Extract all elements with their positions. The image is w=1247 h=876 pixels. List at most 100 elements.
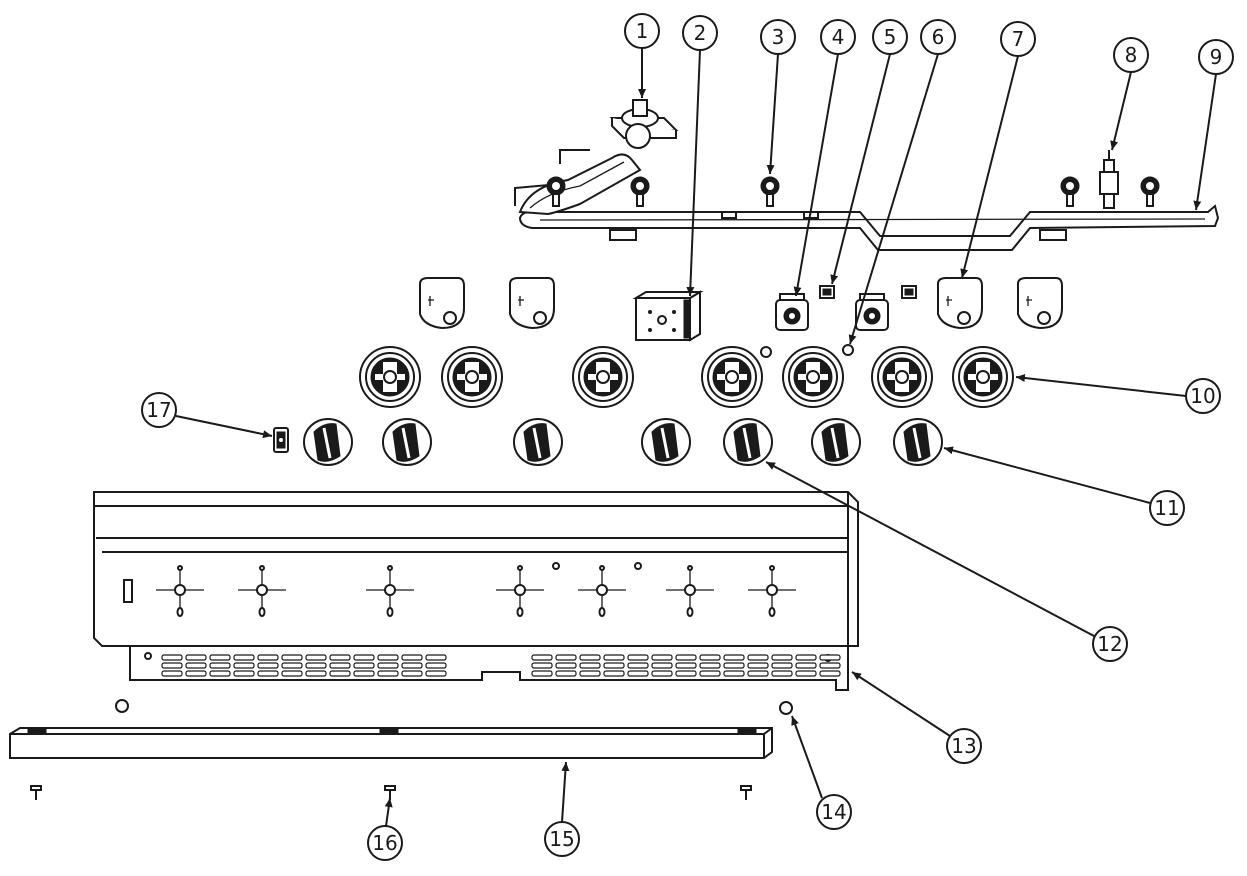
louver-slot — [723, 654, 745, 661]
svg-text:17: 17 — [146, 398, 171, 422]
svg-text:11: 11 — [1154, 496, 1179, 520]
rocker-switch — [273, 427, 289, 453]
louver-slot — [531, 654, 553, 661]
louver-slot — [401, 662, 423, 669]
louver-slot — [257, 670, 279, 677]
callout-8: 8 — [1113, 37, 1149, 73]
panel-louvers — [161, 654, 841, 677]
louver-slot — [699, 670, 721, 677]
control-knobs — [303, 418, 943, 466]
louver-slot — [209, 654, 231, 661]
callout-4: 4 — [820, 19, 856, 55]
louver-slot — [771, 662, 793, 669]
louver-slot — [353, 654, 375, 661]
svg-text:10: 10 — [1190, 384, 1215, 408]
louver-slot — [185, 670, 207, 677]
callout-11: 11 — [1149, 490, 1185, 526]
callout-6: 6 — [920, 19, 956, 55]
svg-text:8: 8 — [1125, 43, 1138, 67]
louver-slot — [627, 670, 649, 677]
louver-slot — [795, 662, 817, 669]
svg-text:15: 15 — [549, 827, 574, 851]
burner-valves — [546, 176, 1160, 207]
louver-slot — [281, 654, 303, 661]
wire-clips — [819, 285, 917, 299]
louver-slot — [233, 654, 255, 661]
louver-slot — [579, 670, 601, 677]
svg-text:13: 13 — [951, 734, 976, 758]
louver-slot — [425, 670, 447, 677]
callout-2: 2 — [682, 15, 718, 51]
louver-slot — [819, 654, 841, 661]
knob-bezels — [359, 346, 1014, 408]
callout-17: 17 — [141, 392, 177, 428]
callout-5: 5 — [872, 19, 908, 55]
callout-16: 16 — [367, 825, 403, 861]
louver-slot — [305, 662, 327, 669]
louver-slot — [531, 662, 553, 669]
svg-text:12: 12 — [1097, 632, 1122, 656]
callout-15: 15 — [544, 821, 580, 857]
gas-regulator — [609, 99, 679, 149]
louver-slot — [401, 654, 423, 661]
bottom-trim — [9, 727, 773, 759]
louver-slot — [305, 670, 327, 677]
louver-slot — [603, 662, 625, 669]
louver-slot — [377, 670, 399, 677]
svg-text:7: 7 — [1012, 27, 1025, 51]
svg-text:9: 9 — [1210, 45, 1223, 69]
louver-slot — [233, 670, 255, 677]
louver-slot — [329, 654, 351, 661]
louver-slot — [651, 662, 673, 669]
louver-slot — [185, 654, 207, 661]
louver-slot — [353, 670, 375, 677]
callout-9: 9 — [1198, 39, 1234, 75]
svg-text:14: 14 — [821, 800, 846, 824]
svg-text:5: 5 — [884, 25, 897, 49]
control-switch-box — [632, 290, 704, 342]
callout-14: 14 — [816, 794, 852, 830]
svg-text:6: 6 — [932, 25, 945, 49]
louver-slot — [651, 654, 673, 661]
louver-slot — [209, 670, 231, 677]
louver-slot — [579, 662, 601, 669]
louver-slot — [627, 654, 649, 661]
callout-1: 1 — [624, 13, 660, 49]
louver-slot — [699, 654, 721, 661]
louver-slot — [425, 654, 447, 661]
valve-brackets — [419, 277, 1063, 330]
louver-slot — [651, 670, 673, 677]
louver-slot — [329, 670, 351, 677]
louver-slot — [425, 662, 447, 669]
callout-12: 12 — [1092, 626, 1128, 662]
louver-slot — [771, 670, 793, 677]
callout-13: 13 — [946, 728, 982, 764]
louver-slot — [531, 670, 553, 677]
callout-10: 10 — [1185, 378, 1221, 414]
louver-slot — [747, 670, 769, 677]
svg-text:3: 3 — [772, 25, 785, 49]
louver-slot — [603, 670, 625, 677]
louver-slot — [377, 662, 399, 669]
gas-manifold — [514, 149, 1220, 251]
louver-slot — [281, 670, 303, 677]
louver-slot — [675, 670, 697, 677]
callout-bubbles: 1 2 3 4 5 6 7 8 9 10 11 12 13 14 15 16 1… — [141, 13, 1234, 861]
louver-slot — [675, 654, 697, 661]
louver-slot — [747, 654, 769, 661]
louver-slot — [305, 654, 327, 661]
callout-7: 7 — [1000, 21, 1036, 57]
ignition-modules — [775, 293, 889, 331]
callout-3: 3 — [760, 19, 796, 55]
svg-text:4: 4 — [832, 25, 845, 49]
thermostat-valve — [1099, 150, 1119, 209]
louver-slot — [771, 654, 793, 661]
louver-slot — [161, 654, 183, 661]
louver-slot — [209, 662, 231, 669]
panel-spacers — [115, 699, 793, 715]
louver-slot — [723, 670, 745, 677]
louver-slot — [579, 654, 601, 661]
svg-text:1: 1 — [636, 19, 649, 43]
